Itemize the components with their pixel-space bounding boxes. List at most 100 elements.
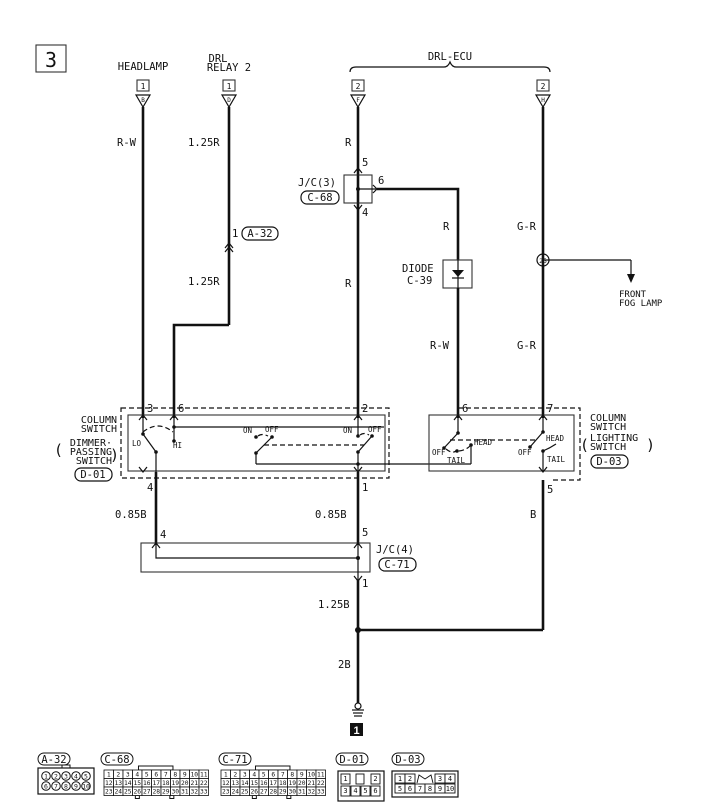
column-switch-dimmer	[120, 407, 430, 479]
pin-number: 20	[181, 780, 189, 787]
jc4-junction	[140, 542, 371, 582]
drl-relay-label-2: RELAY 2	[207, 62, 251, 74]
pin-number: 30	[288, 789, 296, 796]
d01-paren-close: )	[110, 446, 119, 464]
pin-number: 3	[64, 773, 68, 781]
page-number-box: 3	[35, 44, 67, 73]
pin-number: 10	[82, 783, 90, 791]
pin-number: 8	[428, 785, 432, 793]
d03-label-2: SWITCH	[590, 422, 626, 433]
wire-label-d03-pin5: B	[530, 509, 536, 521]
pin	[81, 781, 91, 791]
pin-number: 19	[171, 780, 179, 787]
wire-jc3-diode	[377, 187, 460, 260]
d03-pos-tail-2: TAIL	[547, 455, 566, 464]
relay-intermediate-connector: A-32	[247, 228, 272, 240]
pin	[41, 771, 51, 781]
wire-label-d01-pin4: 0.85B	[115, 509, 147, 521]
jc3-junction	[343, 167, 378, 211]
pin-number: 2	[116, 772, 120, 779]
jc3-connector: C-68	[307, 192, 332, 204]
pin-number: 27	[143, 789, 151, 796]
d03-pos-head-2: HEAD	[546, 434, 565, 443]
a32-badge	[241, 226, 279, 241]
d03-pos-tail-1: TAIL	[447, 456, 466, 465]
drl-relay-connector: 1 D	[220, 79, 238, 109]
pin-number: 4	[448, 775, 452, 783]
pin-number: 6	[271, 772, 275, 779]
pin-number: 19	[288, 780, 296, 787]
d01-pos-hi: HI	[173, 441, 182, 450]
wire-label-ecu-h-lower: G-R	[517, 340, 537, 352]
arrow-down-icon	[627, 274, 635, 283]
pin	[444, 773, 456, 784]
pin-number: 22	[317, 780, 325, 787]
pin-number: 10	[190, 772, 198, 779]
d01-pos-off-2: OFF	[368, 425, 382, 434]
pin-number: 2	[54, 773, 58, 781]
d03-label-3: LIGHTING	[590, 433, 638, 444]
jc4-pin-right: 5	[362, 527, 368, 539]
pin-number: 3	[243, 772, 247, 779]
pin-number: 7	[281, 772, 285, 779]
pin-number: 17	[152, 780, 160, 787]
drl-ecu-connector-f: 2 F	[349, 79, 367, 109]
pin-number: 9	[438, 785, 442, 793]
ground-icon: 1	[350, 702, 364, 737]
wire-label-diode-down: R-W	[430, 340, 450, 352]
pin-number: 11	[200, 772, 208, 779]
pin-number: 24	[114, 789, 122, 796]
drl-relay-terminal: D	[227, 97, 231, 104]
pin-number: 32	[307, 789, 315, 796]
d01-pos-off-1: OFF	[265, 425, 279, 434]
pin-number: 10	[307, 772, 315, 779]
pin-number: 18	[162, 780, 170, 787]
d01-label-5: SWITCH	[76, 456, 112, 467]
pin	[51, 781, 61, 791]
pin	[51, 771, 61, 781]
relay-intermediate-connector-icon	[224, 242, 234, 253]
pin-number: 5	[363, 787, 367, 795]
connector-view-name: C-71	[222, 754, 247, 766]
pin-number: 17	[269, 780, 277, 787]
jc3-pin-top: 5	[362, 157, 368, 169]
d01-pin-1: 1	[362, 482, 368, 494]
pin-number: 3	[343, 787, 347, 795]
pin-number: 4	[353, 787, 357, 795]
pin-number: 33	[317, 789, 325, 796]
pin-number: 10	[446, 785, 454, 793]
connector-view-badge	[335, 752, 369, 766]
pin-number: 21	[190, 780, 198, 787]
d01-label-2: SWITCH	[81, 424, 117, 435]
pin-number: 25	[241, 789, 249, 796]
d01-pin-4: 4	[147, 482, 153, 494]
pin-number: 1	[343, 775, 347, 783]
pin-number: 5	[145, 772, 149, 779]
pin-number: 27	[260, 789, 268, 796]
pin-number: 33	[200, 789, 208, 796]
pin	[71, 781, 81, 791]
connector-view-badge	[218, 752, 252, 766]
d01-pos-lo: LO	[132, 439, 142, 448]
pin-number: 15	[133, 780, 141, 787]
pin-number: 25	[124, 789, 132, 796]
d03-pos-head-1: HEAD	[474, 438, 493, 447]
pin-number: 2	[233, 772, 237, 779]
connector-view-badge	[100, 752, 134, 766]
d03-badge	[590, 454, 629, 469]
d03-pin-5: 5	[547, 484, 553, 496]
pin-number: 7	[54, 783, 58, 791]
diode	[442, 259, 473, 289]
pin-number: 8	[64, 783, 68, 791]
d01-label-3: DIMMER·	[70, 438, 112, 449]
pin-number: 28	[269, 789, 277, 796]
pin-number: 30	[171, 789, 179, 796]
pin-number: 23	[222, 789, 230, 796]
d01-pin-2: 2	[362, 403, 368, 415]
pin-number: 4	[135, 772, 139, 779]
headlamp-connector: 1 B	[134, 79, 152, 109]
pin-number: 3	[126, 772, 130, 779]
